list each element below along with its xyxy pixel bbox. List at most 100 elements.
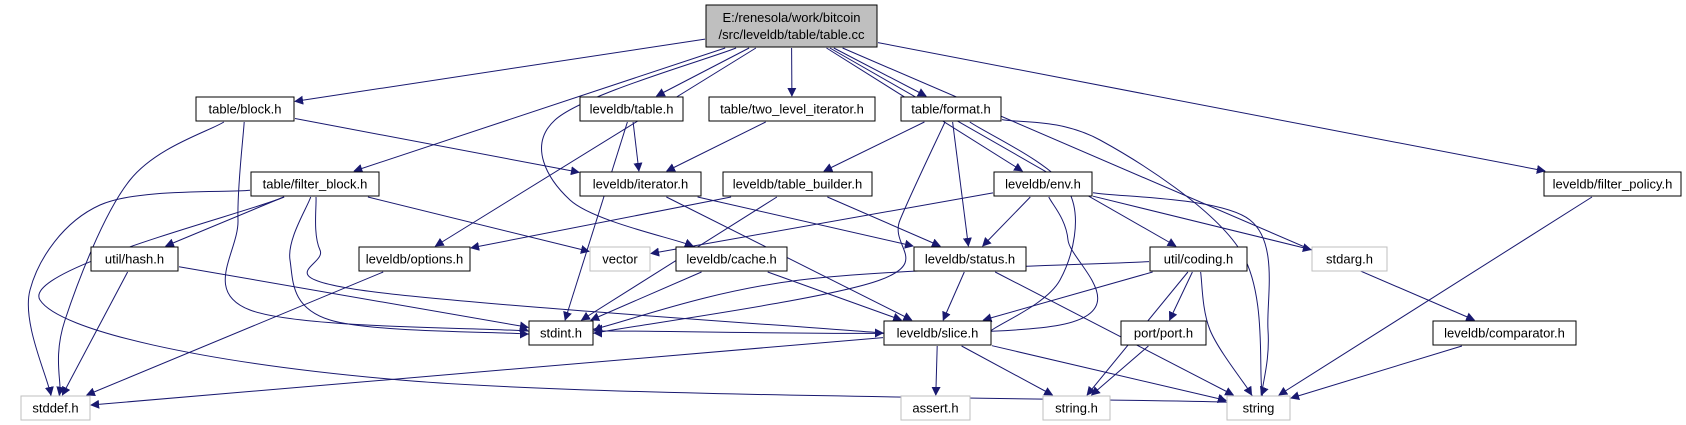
node-label: stddef.h	[32, 401, 78, 416]
edge-table_block-to-stddef	[56, 121, 225, 399]
node-label: table/filter_block.h	[263, 177, 368, 192]
node-label: table/block.h	[209, 102, 282, 117]
edge-comparator-to-string	[1290, 345, 1463, 401]
edge-slice-to-stddef	[90, 337, 884, 409]
node-slice[interactable]: leveldb/slice.h	[883, 320, 992, 346]
node-box	[1120, 320, 1207, 346]
node-label: port/port.h	[1134, 326, 1193, 341]
node-env[interactable]: leveldb/env.h	[993, 171, 1093, 197]
edge-two_level_iterator-to-iterator	[665, 121, 766, 172]
edge-table_format-to-table_builder	[823, 121, 925, 172]
node-filter_policy[interactable]: leveldb/filter_policy.h	[1543, 171, 1682, 197]
node-box	[675, 246, 788, 272]
edge-filter_block-to-stddef	[27, 189, 251, 402]
edge-env-to-status	[982, 196, 1031, 247]
edge-root-to-table_block	[294, 38, 706, 105]
edge-root-to-table_format	[833, 47, 927, 97]
node-label: leveldb/slice.h	[897, 326, 979, 341]
node-util_hash[interactable]: util/hash.h	[90, 246, 179, 272]
node-box	[993, 171, 1093, 197]
node-label: stdint.h	[540, 326, 582, 341]
node-box	[579, 96, 684, 122]
node-port[interactable]: port/port.h	[1120, 320, 1207, 346]
node-box	[722, 171, 873, 197]
edge-leveldb_table-to-stdint	[563, 121, 628, 321]
node-label: leveldb/env.h	[1005, 177, 1081, 192]
edge-cache-to-stdint	[590, 271, 702, 321]
node-box	[90, 246, 179, 272]
node-table_format[interactable]: table/format.h	[900, 96, 1002, 122]
node-box	[589, 246, 651, 272]
node-label: leveldb/status.h	[925, 252, 1015, 267]
node-box	[705, 4, 878, 48]
node-label: assert.h	[912, 401, 958, 416]
nodes-layer: E:/renesola/work/bitcoin/src/leveldb/tab…	[20, 4, 1682, 421]
node-string: string	[1226, 395, 1291, 421]
node-box	[883, 320, 992, 346]
edge-iterator-to-status	[697, 196, 914, 249]
node-stdint[interactable]: stdint.h	[528, 320, 594, 346]
edge-root-to-options	[434, 47, 757, 247]
node-label: util/hash.h	[105, 252, 164, 267]
edge-port-to-string_h	[1090, 345, 1149, 396]
edge-util_coding-to-slice	[982, 271, 1153, 323]
node-box	[900, 96, 1002, 122]
node-box	[358, 246, 471, 272]
edge-util_hash-to-stddef	[61, 271, 129, 396]
node-table_block[interactable]: table/block.h	[195, 96, 295, 122]
edge-root-to-comparator	[842, 47, 1476, 321]
edge-options-to-stddef	[85, 271, 384, 397]
edge-table_builder-to-options	[470, 196, 732, 251]
edge-status-to-string	[994, 271, 1235, 396]
node-label: E:/renesola/work/bitcoin	[722, 10, 860, 25]
edge-util_hash-to-stdint	[178, 266, 529, 331]
node-label: string.h	[1055, 401, 1098, 416]
node-root[interactable]: E:/renesola/work/bitcoin/src/leveldb/tab…	[705, 4, 878, 48]
node-util_coding[interactable]: util/coding.h	[1149, 246, 1248, 272]
node-box	[195, 96, 295, 122]
node-string_h: string.h	[1042, 395, 1111, 421]
node-label: /src/leveldb/table/table.cc	[719, 27, 865, 42]
edge-leveldb_table-to-iterator	[632, 121, 643, 172]
edge-env-to-vector	[650, 192, 994, 257]
node-box	[20, 395, 91, 421]
edge-util_coding-to-string	[1200, 271, 1254, 399]
edge-filter_block-to-vector	[367, 196, 590, 254]
node-status[interactable]: leveldb/status.h	[913, 246, 1027, 272]
node-box	[1543, 171, 1682, 197]
edge-root-to-filter_policy	[877, 42, 1546, 174]
node-box	[913, 246, 1027, 272]
edge-table_format-to-status	[952, 121, 972, 247]
node-box	[900, 395, 971, 421]
node-stdarg: stdarg.h	[1311, 246, 1388, 272]
edge-env-to-string	[1092, 192, 1270, 399]
node-iterator[interactable]: leveldb/iterator.h	[579, 171, 702, 197]
edge-table_format-to-stdint	[573, 121, 946, 338]
node-cache[interactable]: leveldb/cache.h	[675, 246, 788, 272]
edge-table_block-to-stdint	[224, 121, 549, 334]
node-filter_block[interactable]: table/filter_block.h	[250, 171, 380, 197]
node-label: leveldb/options.h	[366, 252, 464, 267]
node-label: leveldb/cache.h	[686, 252, 776, 267]
node-box	[1042, 395, 1111, 421]
node-label: vector	[602, 252, 638, 267]
edge-table_block-to-iterator	[294, 118, 580, 176]
node-table_builder[interactable]: leveldb/table_builder.h	[722, 171, 873, 197]
edge-filter_block-to-util_hash	[164, 196, 284, 248]
node-label: leveldb/comparator.h	[1444, 326, 1565, 341]
node-box	[528, 320, 594, 346]
edge-table_format-to-slice	[969, 121, 1076, 339]
node-options[interactable]: leveldb/options.h	[358, 246, 471, 272]
edge-filter_block-to-string	[38, 196, 1287, 405]
node-comparator[interactable]: leveldb/comparator.h	[1432, 320, 1577, 346]
node-box	[250, 171, 380, 197]
edge-slice-to-string_h	[961, 345, 1054, 396]
edge-root-to-cache	[541, 47, 737, 250]
node-label: leveldb/filter_policy.h	[1553, 177, 1673, 192]
node-label: leveldb/table_builder.h	[733, 177, 862, 192]
edge-root-to-util_coding	[829, 47, 1177, 247]
node-leveldb_table[interactable]: leveldb/table.h	[579, 96, 684, 122]
node-label: leveldb/table.h	[590, 102, 674, 117]
node-two_level_iterator[interactable]: table/two_level_iterator.h	[708, 96, 876, 122]
